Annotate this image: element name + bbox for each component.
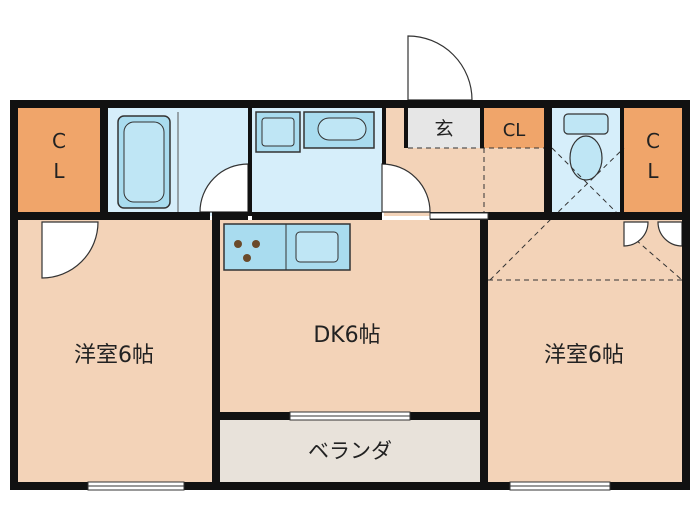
toilet-tank [563, 113, 609, 135]
stove-burner [252, 240, 260, 248]
washing-machine [317, 117, 367, 141]
washbasin-bowl [261, 117, 295, 147]
floor-closet-entrance [484, 108, 544, 148]
entrance-label: 玄 [434, 118, 453, 140]
western-left-label: 洋室6帖 [74, 343, 154, 368]
bathtub-inner [123, 121, 165, 203]
dk-label: DK6帖 [313, 323, 380, 348]
closet-entrance-label: CL [503, 120, 526, 141]
veranda-label: ベランダ [308, 439, 392, 463]
western-right-label: 洋室6帖 [544, 343, 624, 368]
door-swings [41, 35, 683, 279]
closet-right-label-c: C [646, 129, 660, 153]
closet-right-label-l: L [647, 159, 659, 183]
kitchen-sink [295, 231, 339, 263]
stove-burner [234, 240, 242, 248]
floor-western-right [488, 220, 682, 482]
closet-left-label-l: L [53, 159, 65, 183]
closet-left-label-c: C [52, 129, 66, 153]
toilet-bowl [569, 135, 603, 181]
floor-closet-left [18, 108, 100, 216]
floor-entrance [408, 108, 480, 148]
floor-veranda [220, 420, 484, 482]
floor-closet-right [624, 108, 682, 216]
dashed-lines [408, 147, 683, 281]
windows [87, 212, 611, 491]
stove-burner [243, 254, 251, 262]
